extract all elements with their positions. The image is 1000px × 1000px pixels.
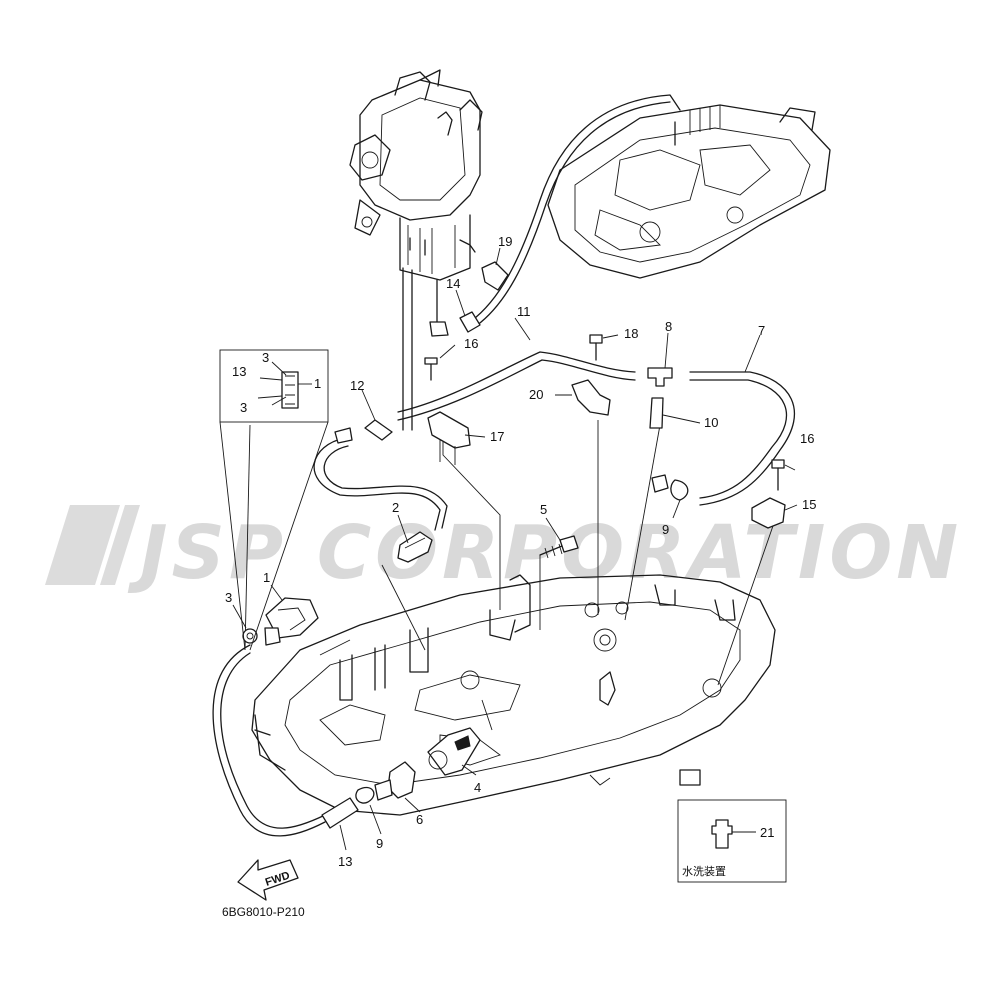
callout-7: 7	[758, 323, 765, 338]
callout-14: 14	[446, 276, 460, 291]
inset-callout-3-top: 3	[262, 350, 269, 365]
callout-19: 19	[498, 234, 512, 249]
wash-device-inset: 水洗装置	[677, 799, 787, 883]
inset-callout-3-bottom: 3	[240, 400, 247, 415]
powerhead-assembly	[349, 69, 483, 431]
inset-detail-box	[219, 349, 329, 651]
callout-6: 6	[416, 812, 423, 827]
wash-fitting-part-21	[711, 819, 733, 849]
callout-10: 10	[704, 415, 718, 430]
callout-21: 21	[760, 825, 774, 840]
inset-callout-1: 1	[314, 376, 321, 391]
fwd-arrow: FWD	[237, 859, 299, 901]
callout-numbers: 19 14 11 16 12 17 18 8 7 20 10 16 15 9 5…	[225, 234, 816, 869]
callout-5: 5	[540, 502, 547, 517]
bottom-cowling	[251, 574, 776, 816]
callout-16-upper: 16	[464, 336, 478, 351]
leader-lines	[232, 247, 798, 851]
callout-13: 13	[338, 854, 352, 869]
callout-8: 8	[665, 319, 672, 334]
callout-12: 12	[350, 378, 364, 393]
callout-16-right: 16	[800, 431, 814, 446]
diagram-code: 6BG8010-P210	[222, 905, 305, 919]
callout-20: 20	[529, 387, 543, 402]
small-parts	[242, 261, 786, 829]
callout-2: 2	[392, 500, 399, 515]
callout-18: 18	[624, 326, 638, 341]
wash-device-label: 水洗装置	[682, 865, 726, 878]
clamp-part-19	[481, 261, 509, 291]
callout-4: 4	[474, 780, 481, 795]
watermark-logo: JSP CORPORATION	[45, 505, 962, 596]
inset-callout-13: 13	[232, 364, 246, 379]
callout-3: 3	[225, 590, 232, 605]
engine-mount-base	[547, 104, 831, 279]
callout-1: 1	[263, 570, 270, 585]
callout-17: 17	[490, 429, 504, 444]
watermark-text: JSP CORPORATION	[127, 510, 962, 596]
hose-routing	[212, 94, 796, 837]
callout-9-lower: 9	[376, 836, 383, 851]
callout-9-upper: 9	[662, 522, 669, 537]
callout-11: 11	[517, 304, 531, 319]
callout-15: 15	[802, 497, 816, 512]
